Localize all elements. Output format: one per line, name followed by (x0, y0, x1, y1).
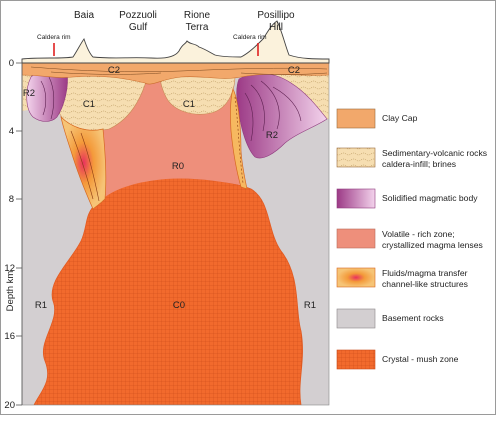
place-rione: Rione (184, 10, 211, 21)
place-posillipo: Posillipo (257, 10, 295, 21)
legend-label-clay: Clay Cap (382, 113, 418, 123)
place-hill: Hill (269, 22, 283, 33)
unit-r0: R0 (172, 161, 184, 172)
unit-c1-left: C1 (83, 99, 95, 110)
caldera-rim-right-label: Caldera rim (233, 34, 267, 41)
depth-axis-label: Depth km (5, 271, 16, 312)
legend-swatch-fluids (336, 267, 376, 288)
depth-tick-16: 16 (4, 331, 15, 342)
legend-swatch-basement (336, 308, 376, 329)
legend: Clay Cap Sedimentary-volcanic rocks cald… (336, 108, 487, 370)
legend-swatch-sediment (336, 147, 376, 168)
legend-swatch-mush (336, 349, 376, 370)
unit-r1-left: R1 (35, 300, 47, 311)
legend-label-mush: Crystal - mush zone (382, 354, 459, 364)
depth-tick-4: 4 (9, 126, 14, 137)
legend-swatch-volatile (336, 228, 376, 249)
legend-label-magmatic: Solidified magmatic body (382, 193, 478, 203)
unit-r1-right: R1 (304, 300, 316, 311)
fluid-channel-left (60, 115, 107, 210)
legend-label-fluids-1: Fluids/magma transfer (382, 268, 468, 278)
place-baia: Baia (74, 10, 94, 21)
fluid-channel-right (230, 88, 248, 190)
legend-swatch-clay (336, 108, 376, 129)
depth-tick-8: 8 (9, 194, 14, 205)
legend-label-volatile-1: Volatile - rich zone; (382, 229, 455, 239)
unit-c2-left: C2 (108, 65, 120, 76)
unit-c0: C0 (173, 300, 185, 311)
place-gulf: Gulf (129, 22, 148, 33)
depth-tick-0: 0 (9, 58, 14, 69)
legend-label-volatile-2: crystallized magma lenses (382, 240, 483, 250)
depth-axis: 0 4 8 12 16 20 Depth km (4, 58, 23, 411)
legend-label-basement: Basement rocks (382, 313, 444, 323)
legend-label-fluids-2: channel-like structures (382, 279, 468, 289)
unit-c1-right: C1 (183, 99, 195, 110)
unit-r2-right: R2 (266, 130, 278, 141)
legend-label-sediment-2: caldera-infill; brines (382, 159, 456, 169)
depth-tick-12: 12 (4, 263, 15, 274)
unit-c2-right: C2 (288, 65, 300, 76)
place-terra: Terra (186, 22, 209, 33)
legend-swatch-magmatic (336, 188, 376, 209)
place-pozzuoli: Pozzuoli (119, 10, 157, 21)
unit-r2-left: R2 (23, 88, 35, 99)
depth-tick-20: 20 (4, 400, 15, 411)
legend-label-sediment-1: Sedimentary-volcanic rocks (382, 148, 487, 158)
topographic-profile (21, 20, 330, 64)
caldera-rim-left-label: Caldera rim (37, 34, 71, 41)
